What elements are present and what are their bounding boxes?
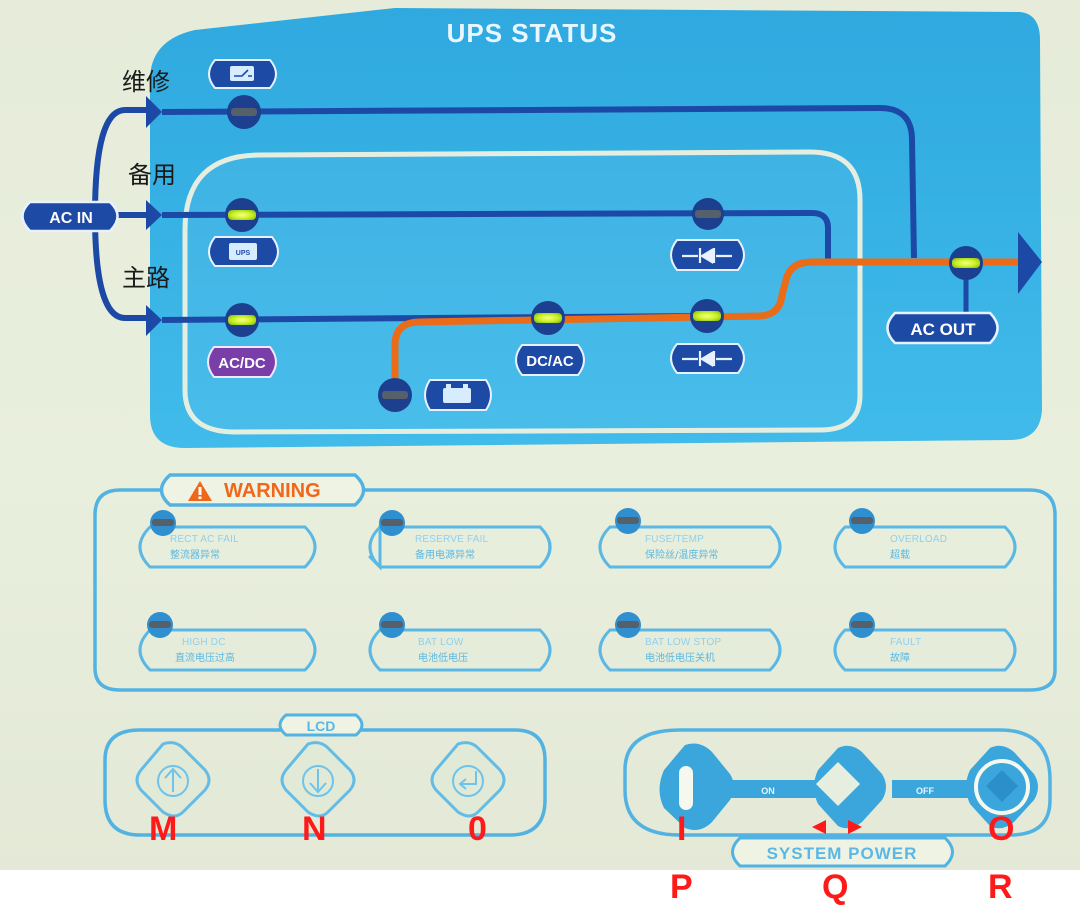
letter-p: P [670, 868, 693, 906]
warning-frame [93, 488, 1057, 692]
warning-led [150, 510, 176, 536]
lcd-button-shapes [135, 741, 506, 818]
warning-led [849, 612, 875, 638]
standby-line [161, 209, 831, 262]
system-power-frame [623, 728, 1052, 837]
warning-zh: 电池低电压关机 [645, 651, 715, 664]
warning-en: RECT AC FAIL [170, 534, 239, 545]
inner-frame [182, 149, 863, 435]
power-toggle-button[interactable] [808, 742, 893, 834]
panel-title: UPS STATUS [447, 18, 618, 48]
power-on-button[interactable] [655, 742, 740, 834]
warning-led [379, 612, 405, 638]
button-letter-n: N [302, 810, 327, 848]
status-diagram: RECT AC FAIL 整流器异常 RESERVE FAIL 备用电源异常 F… [21, 8, 1057, 868]
power-on-symbol: I [677, 810, 687, 848]
warning-led [379, 510, 405, 536]
warning-led [147, 612, 173, 638]
arrow-output [1018, 232, 1042, 294]
warning-en: BAT LOW [418, 637, 464, 648]
right-arrow-icon [848, 820, 862, 834]
warning-texts: RECT AC FAIL 整流器异常 RESERVE FAIL 备用电源异常 F… [170, 534, 947, 664]
ac-out-label: AC OUT [910, 320, 976, 339]
arrow-standby [146, 200, 162, 230]
ups-icon [208, 236, 279, 267]
warning-zh: 电池低电压 [418, 651, 468, 664]
main-static-switch-icon [670, 343, 745, 374]
ac-out-badge [886, 311, 999, 345]
warning-en: BAT LOW STOP [645, 637, 721, 648]
maintenance-line [161, 104, 917, 259]
letter-r: R [988, 868, 1013, 906]
button-letter-m: M [149, 810, 178, 848]
on-label: ON [761, 786, 775, 796]
ac-in-badge [21, 200, 119, 233]
warning-en: HIGH DC [182, 637, 226, 648]
led-maintenance-bypass [227, 95, 261, 129]
battery-icon [424, 379, 492, 411]
maintenance-switch-icon [208, 59, 277, 89]
led-battery [378, 378, 412, 412]
power-button-shapes [659, 743, 1038, 830]
dc-ac-badge [515, 344, 585, 376]
warning-zh: 故障 [890, 651, 910, 664]
warning-zh: 备用电源异常 [415, 548, 475, 561]
standby-static-switch-icon [670, 239, 745, 271]
led-main-input [225, 303, 259, 337]
off-label: OFF [916, 786, 934, 796]
button-letter-0: 0 [468, 810, 487, 848]
arrow-maintenance [146, 96, 162, 128]
led-standby-input [225, 198, 259, 232]
led-standby-switch [692, 198, 724, 230]
lcd-label: LCD [307, 718, 336, 734]
led-output [949, 246, 983, 280]
ac-dc-badge [207, 346, 277, 378]
warning-led [615, 508, 641, 534]
dc-ac-label: DC/AC [526, 353, 574, 370]
led-main-switch [690, 299, 724, 333]
warning-en: FUSE/TEMP [645, 534, 704, 545]
warning-en: RESERVE FAIL [415, 534, 489, 545]
power-path [391, 258, 1020, 392]
left-arrow-icon [812, 820, 826, 834]
warning-zh: 直流电压过高 [175, 651, 235, 664]
main-label: 主路 [122, 264, 170, 292]
lcd-frame [103, 728, 547, 837]
arrow-main [146, 305, 162, 336]
warning-zh: 超载 [890, 548, 910, 561]
warning-zh: 保险丝/温度异常 [645, 548, 718, 561]
standby-label: 备用 [128, 161, 176, 189]
ac-in-label: AC IN [49, 210, 93, 227]
system-power-label: SYSTEM POWER [767, 844, 918, 863]
warning-title: WARNING [224, 480, 321, 502]
warning-en: OVERLOAD [890, 534, 947, 545]
warning-led [615, 612, 641, 638]
letter-q: Q [822, 868, 849, 906]
status-area [150, 8, 1042, 448]
warning-en: FAULT [890, 637, 921, 648]
ac-dc-label: AC/DC [218, 355, 266, 372]
ups-front-panel: RECT AC FAIL 整流器异常 RESERVE FAIL 备用电源异常 F… [0, 0, 1080, 870]
power-off-symbol: O [988, 810, 1015, 848]
maintenance-label: 维修 [122, 68, 170, 96]
warning-pills [138, 525, 1017, 672]
warning-zh: 整流器异常 [170, 548, 220, 561]
ups-label: UPS [236, 250, 251, 257]
led-inverter [531, 301, 565, 335]
warning-leds [147, 508, 875, 638]
warning-led [849, 508, 875, 534]
